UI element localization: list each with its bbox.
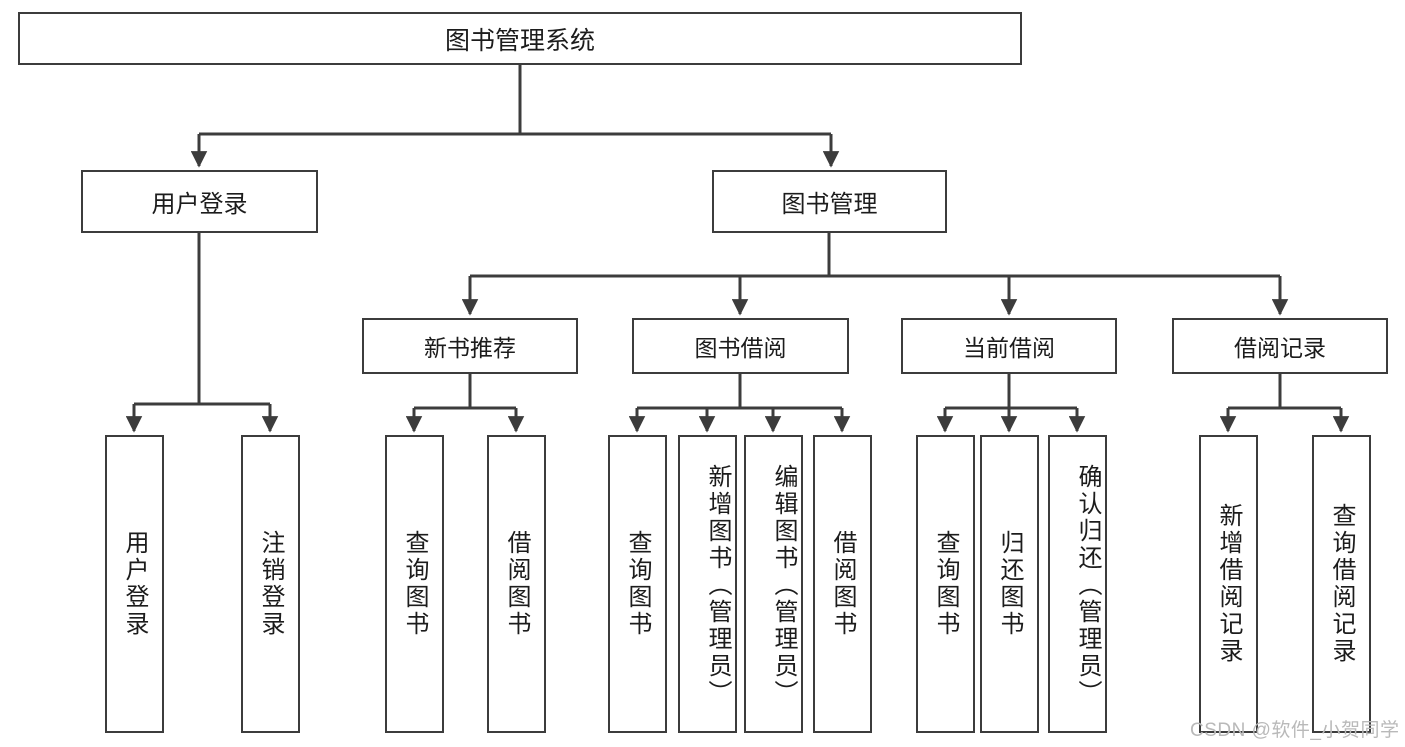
node-borrow-record[interactable]: 借阅记录 — [1172, 318, 1388, 374]
leaf-query-book-borrow[interactable]: 查询图书 — [608, 435, 667, 733]
leaf-edit-book-admin[interactable]: 编辑图书（管理员） — [744, 435, 803, 733]
node-book-management[interactable]: 图书管理 — [712, 170, 947, 233]
leaf-query-book-recommend[interactable]: 查询图书 — [385, 435, 444, 733]
leaf-user-logout[interactable]: 注销登录 — [241, 435, 300, 733]
leaf-query-book-current[interactable]: 查询图书 — [916, 435, 975, 733]
leaf-query-borrow-record[interactable]: 查询借阅记录 — [1312, 435, 1371, 733]
node-book-borrow[interactable]: 图书借阅 — [632, 318, 849, 374]
leaf-add-book-admin[interactable]: 新增图书（管理员） — [678, 435, 737, 733]
node-new-book-recommend[interactable]: 新书推荐 — [362, 318, 578, 374]
leaf-add-borrow-record[interactable]: 新增借阅记录 — [1199, 435, 1258, 733]
watermark: CSDN @软件_小贺同学 — [1190, 720, 1400, 741]
leaf-user-login[interactable]: 用户登录 — [105, 435, 164, 733]
node-user-login[interactable]: 用户登录 — [81, 170, 318, 233]
leaf-confirm-return-admin[interactable]: 确认归还（管理员） — [1048, 435, 1107, 733]
node-root[interactable]: 图书管理系统 — [18, 12, 1022, 65]
node-current-borrow[interactable]: 当前借阅 — [901, 318, 1117, 374]
leaf-return-book[interactable]: 归还图书 — [980, 435, 1039, 733]
leaf-borrow-book[interactable]: 借阅图书 — [813, 435, 872, 733]
leaf-borrow-book-recommend[interactable]: 借阅图书 — [487, 435, 546, 733]
